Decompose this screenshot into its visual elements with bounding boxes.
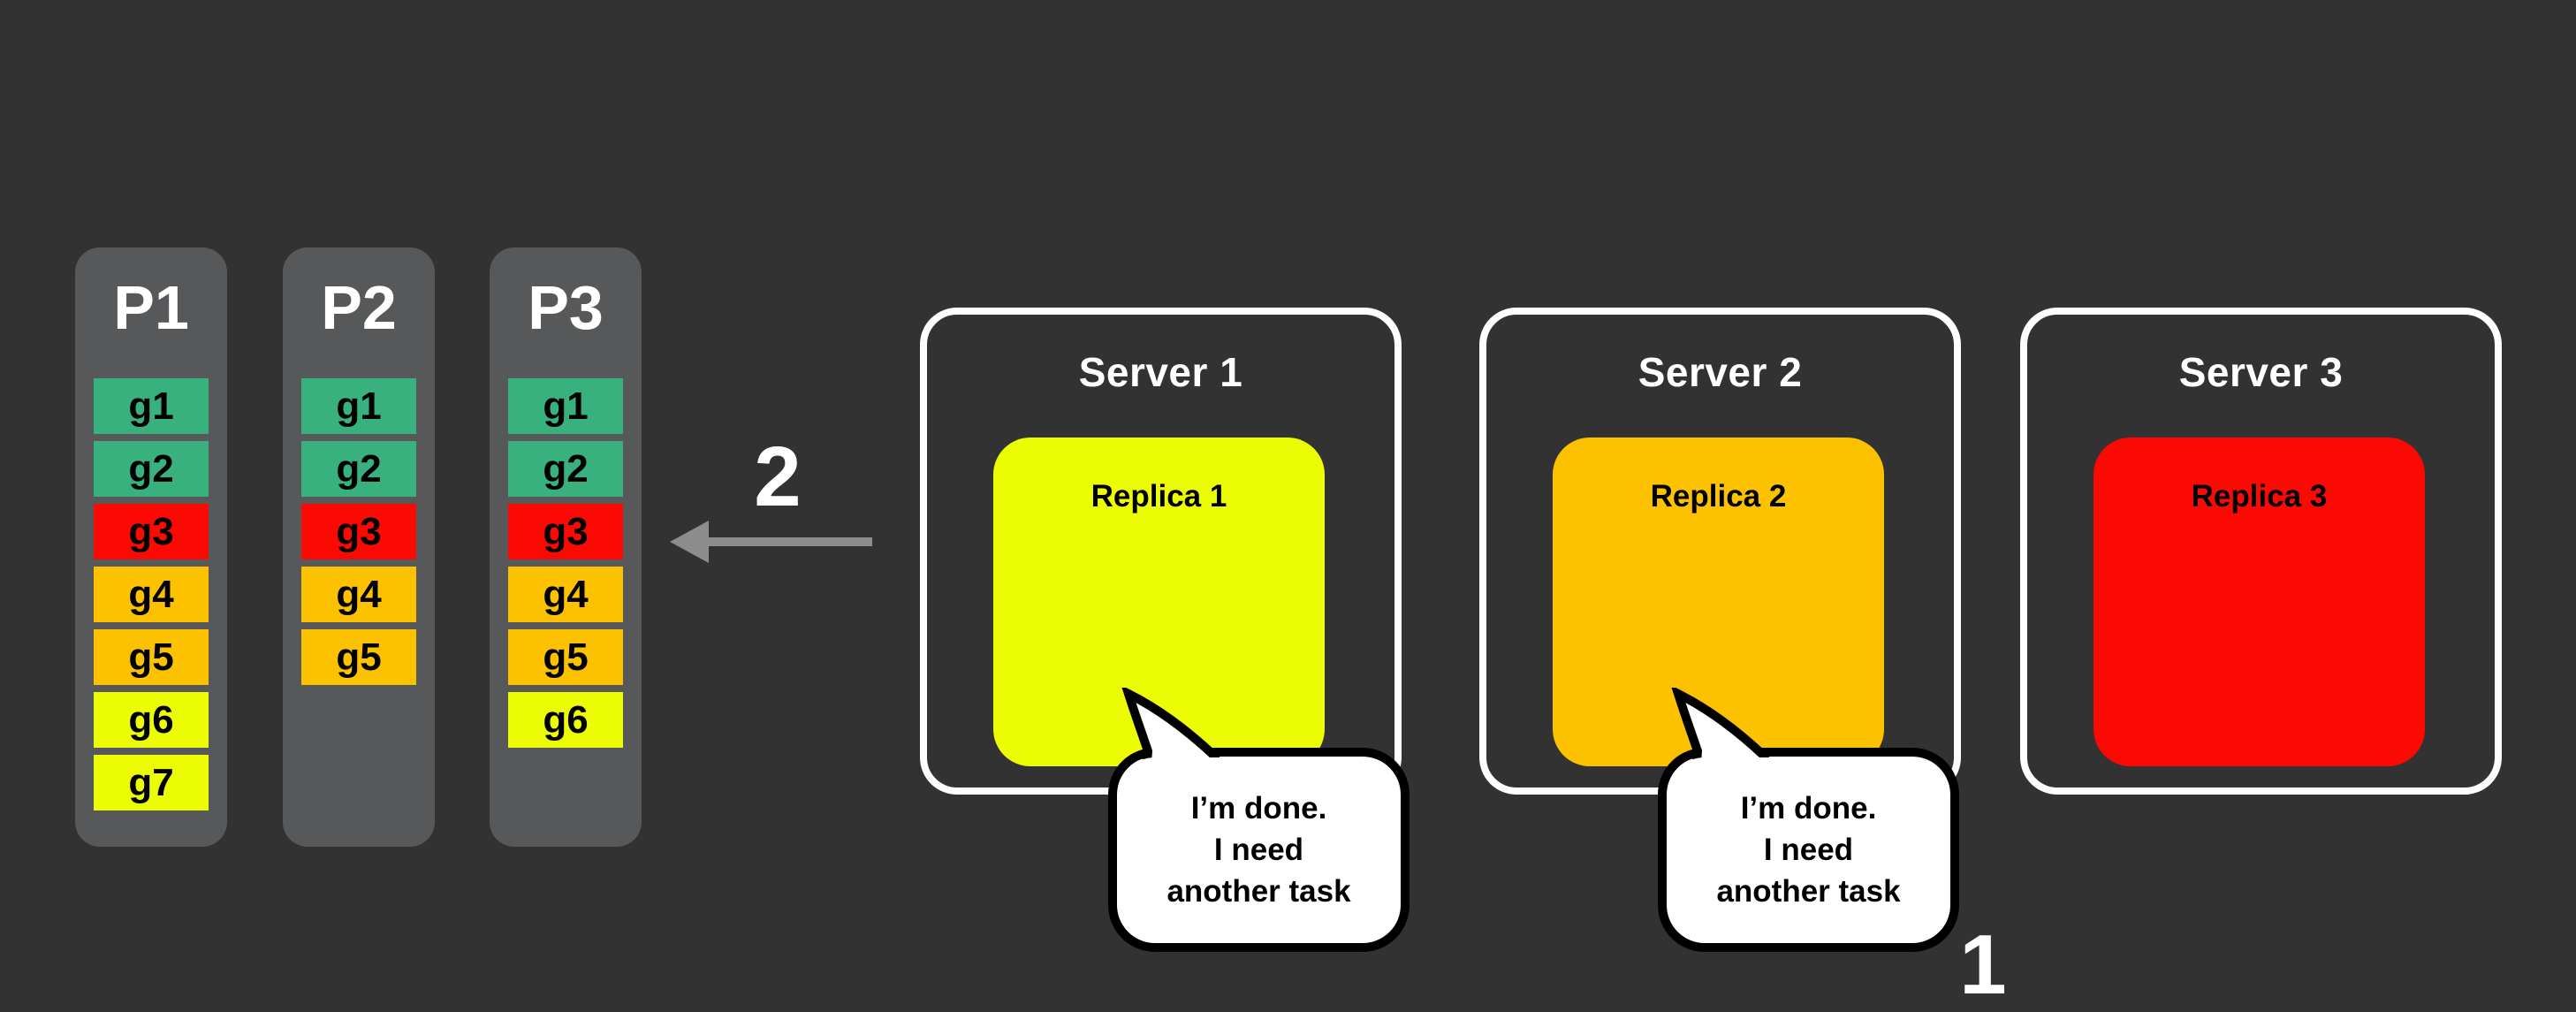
task-cell-g6: g6: [508, 692, 623, 748]
speech-bubble-server-1: I’m done. I need another task: [1098, 685, 1419, 959]
server-title: Server 2: [1638, 349, 1803, 395]
step-1-label: 1: [1959, 917, 2007, 1012]
replica-label: Replica 3: [2191, 479, 2328, 514]
partition-title: P2: [321, 273, 397, 342]
task-cell-g6: g6: [94, 692, 209, 748]
speech-bubble-shape: [1658, 685, 1959, 952]
partition-cell-list: g1 g2 g3 g4 g5 g6: [508, 378, 623, 748]
task-cell-g1: g1: [94, 378, 209, 434]
bubble-line: another task: [1166, 873, 1351, 909]
task-cell-g1: g1: [301, 378, 416, 434]
task-cell-g3: g3: [94, 504, 209, 559]
server-box-2: Server 2 Replica 2: [1479, 308, 1961, 795]
partition-cell-list: g1 g2 g3 g4 g5 g6 g7: [94, 378, 209, 810]
server-box-1: Server 1 Replica 1: [920, 308, 1402, 795]
task-cell-g5: g5: [301, 629, 416, 685]
task-cell-g1: g1: [508, 378, 623, 434]
partition-title: P1: [113, 273, 189, 342]
server-box-3: Server 3 Replica 3: [2020, 308, 2502, 795]
speech-bubble-server-2: I’m done. I need another task: [1648, 685, 1969, 959]
replica-label: Replica 1: [1090, 479, 1227, 514]
partition-title: P3: [528, 273, 604, 342]
bubble-line: I need: [1213, 832, 1304, 867]
task-cell-g3: g3: [301, 504, 416, 559]
task-cell-g5: g5: [94, 629, 209, 685]
task-cell-g3: g3: [508, 504, 623, 559]
bubble-line: I need: [1763, 832, 1854, 867]
partition-column-p2: P2 g1 g2 g3 g4 g5: [283, 247, 435, 847]
step-2-label: 2: [754, 430, 802, 524]
task-cell-g2: g2: [508, 441, 623, 497]
task-cell-g2: g2: [94, 441, 209, 497]
task-cell-g2: g2: [301, 441, 416, 497]
bubble-line: I’m done.: [1190, 790, 1327, 826]
partition-column-p1: P1 g1 g2 g3 g4 g5 g6 g7: [75, 247, 227, 847]
bubble-line: I’m done.: [1740, 790, 1877, 826]
task-cell-g7: g7: [94, 755, 209, 810]
server-title: Server 3: [2178, 349, 2344, 395]
replica-box-3: Replica 3: [2093, 438, 2425, 766]
task-cell-g4: g4: [301, 567, 416, 622]
speech-bubble-shape: [1108, 685, 1410, 952]
left-arrow-icon: [670, 521, 872, 563]
speech-bubble-text: I’m done. I need another task: [1113, 761, 1405, 938]
bubble-line: another task: [1716, 873, 1901, 909]
replica-box-1: Replica 1: [993, 438, 1325, 766]
replica-label: Replica 2: [1650, 479, 1787, 514]
replica-box-2: Replica 2: [1553, 438, 1884, 766]
task-cell-g4: g4: [508, 567, 623, 622]
partition-column-p3: P3 g1 g2 g3 g4 g5 g6: [490, 247, 642, 847]
server-title: Server 1: [1078, 349, 1243, 395]
speech-bubble-text: I’m done. I need another task: [1662, 761, 1955, 938]
task-cell-g5: g5: [508, 629, 623, 685]
task-cell-g4: g4: [94, 567, 209, 622]
partition-cell-list: g1 g2 g3 g4 g5: [301, 378, 416, 685]
